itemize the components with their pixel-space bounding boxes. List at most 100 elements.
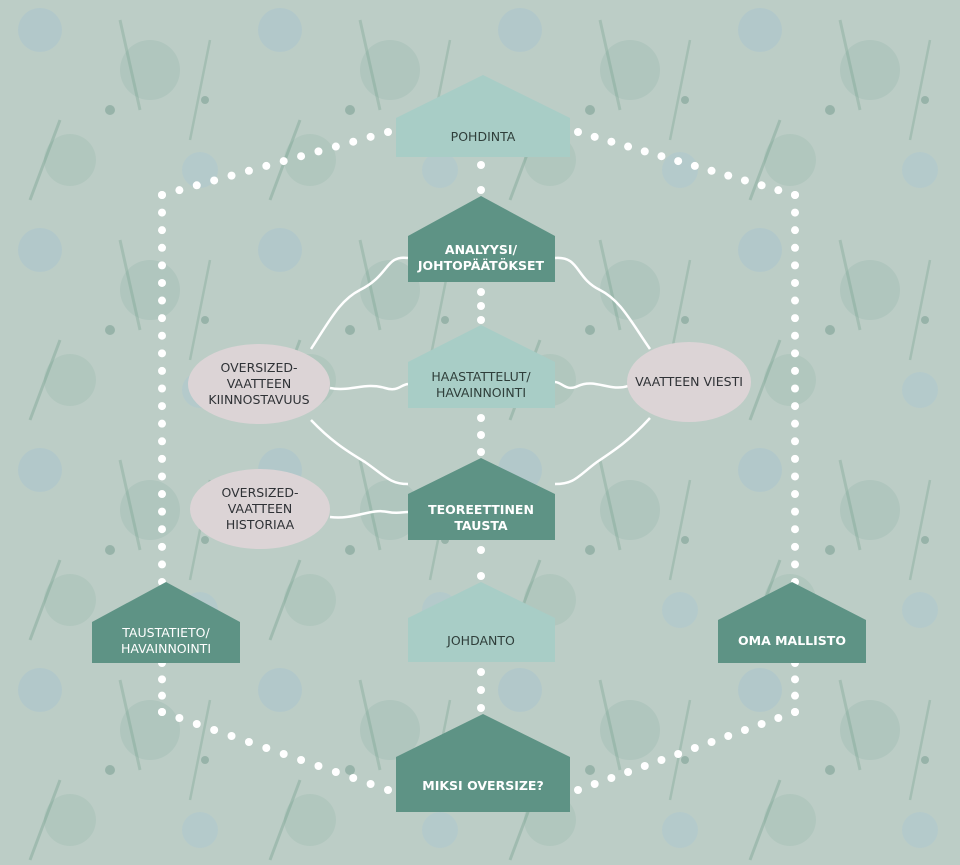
label-line: OVERSIZED-	[222, 485, 299, 500]
frame-dot	[158, 226, 166, 235]
frame-dot	[158, 261, 166, 270]
label-line: POHDINTA	[451, 129, 516, 144]
label-line: HAVAINNOINTI	[121, 641, 211, 656]
frame-dot	[791, 490, 799, 499]
frame-dot	[640, 147, 649, 156]
frame-dot	[624, 142, 633, 151]
frame-dot	[707, 166, 716, 175]
frame-dot	[210, 726, 219, 734]
frame-dot	[158, 278, 166, 287]
label-line: JOHDANTO	[446, 633, 515, 648]
frame-dot	[158, 560, 166, 569]
frame-dot	[158, 708, 166, 716]
frame-dot	[158, 296, 166, 305]
frame-dot	[262, 161, 271, 170]
frame-dot	[740, 726, 749, 734]
house-taustatieto-shape	[92, 582, 240, 663]
frame-dot	[384, 128, 392, 136]
frame-dot	[791, 454, 799, 463]
frame-dot	[477, 572, 485, 580]
oval-kiinnostavuus-shape	[188, 344, 330, 424]
frame-dot	[791, 691, 799, 700]
frame-dot	[791, 472, 799, 481]
frame-dot	[477, 302, 485, 310]
frame-dot	[791, 296, 799, 305]
frame-dot	[349, 774, 358, 782]
house-taustatieto-label: TAUSTATIETO/HAVAINNOINTI	[121, 625, 211, 656]
frame-dot	[674, 750, 683, 758]
house-pohdinta-shape	[396, 75, 570, 157]
frame-dot	[590, 780, 599, 788]
frame-dot	[279, 750, 288, 758]
frame-dot	[158, 490, 166, 499]
label-line: HAASTATTELUT/	[431, 369, 531, 384]
connector-viesti-teoreettinen	[554, 417, 651, 486]
house-miksi-oversize: MIKSI OVERSIZE?	[396, 714, 570, 812]
connector-viesti-haastattelut	[554, 380, 629, 390]
frame-dot	[158, 437, 166, 446]
frame-dot	[297, 152, 306, 161]
frame-dot	[158, 419, 166, 428]
frame-dot	[477, 431, 485, 439]
oval-historiaa-shape	[190, 469, 330, 549]
frame-dot	[791, 278, 799, 287]
frame-dot	[791, 384, 799, 393]
frame-dot	[791, 560, 799, 569]
label-line: TAUSTA	[454, 518, 508, 533]
connector-kiinnostavuus-teoreettinen	[310, 419, 409, 486]
frame-dot	[192, 720, 201, 728]
house-haastattelut-shape	[408, 325, 555, 408]
frame-dot	[477, 546, 485, 554]
house-oma-mallisto-shape	[718, 582, 866, 663]
frame-dot	[262, 744, 271, 752]
frame-dot	[477, 448, 485, 456]
frame-dot	[740, 176, 749, 185]
frame-dot	[349, 137, 358, 146]
label-line: TEOREETTINEN	[428, 502, 534, 517]
frame-dot	[477, 316, 485, 324]
label-line: HAVAINNOINTI	[436, 385, 526, 400]
frame-dot	[791, 314, 799, 323]
frame-dot	[158, 454, 166, 463]
house-pohdinta-label: POHDINTA	[451, 129, 516, 144]
label-line: ANALYYSI/	[445, 242, 518, 257]
connector-lines	[309, 256, 652, 519]
frame-dot	[477, 288, 485, 296]
frame-dot	[175, 186, 184, 195]
connector-kiinnostavuus-haastattelut	[329, 382, 409, 391]
house-pohdinta: POHDINTA	[396, 75, 570, 157]
frame-dot	[158, 366, 166, 375]
house-haastattelut-label: HAASTATTELUT/HAVAINNOINTI	[431, 369, 531, 400]
frame-dot	[690, 161, 699, 170]
house-analyysi-label: ANALYYSI/JOHTOPÄÄTÖKSET	[417, 242, 545, 273]
house-miksi-oversize-shape	[396, 714, 570, 812]
frame-dot	[791, 226, 799, 235]
frame-dot	[690, 744, 699, 752]
connector-kiinnostavuus-analyysi	[309, 256, 409, 350]
frame-dot	[477, 414, 485, 422]
label-line: VAATTEEN VIESTI	[635, 374, 743, 389]
house-oma-mallisto-label: OMA MALLISTO	[738, 633, 846, 648]
frame-dot	[158, 243, 166, 252]
label-line: MIKSI OVERSIZE?	[422, 778, 543, 793]
frame-dot	[366, 132, 375, 141]
frame-dot	[477, 704, 485, 712]
frame-dot	[158, 331, 166, 340]
frame-dot	[674, 157, 683, 166]
frame-dot	[158, 542, 166, 551]
frame-dot	[590, 132, 599, 141]
frame-dot	[791, 419, 799, 428]
frame-dot	[477, 686, 485, 694]
frame-dot	[640, 762, 649, 770]
frame-dot	[314, 762, 323, 770]
dotted-frame	[158, 128, 799, 794]
frame-dot	[657, 756, 666, 764]
frame-dot	[791, 349, 799, 358]
frame-dot	[791, 261, 799, 270]
frame-dot	[791, 525, 799, 534]
